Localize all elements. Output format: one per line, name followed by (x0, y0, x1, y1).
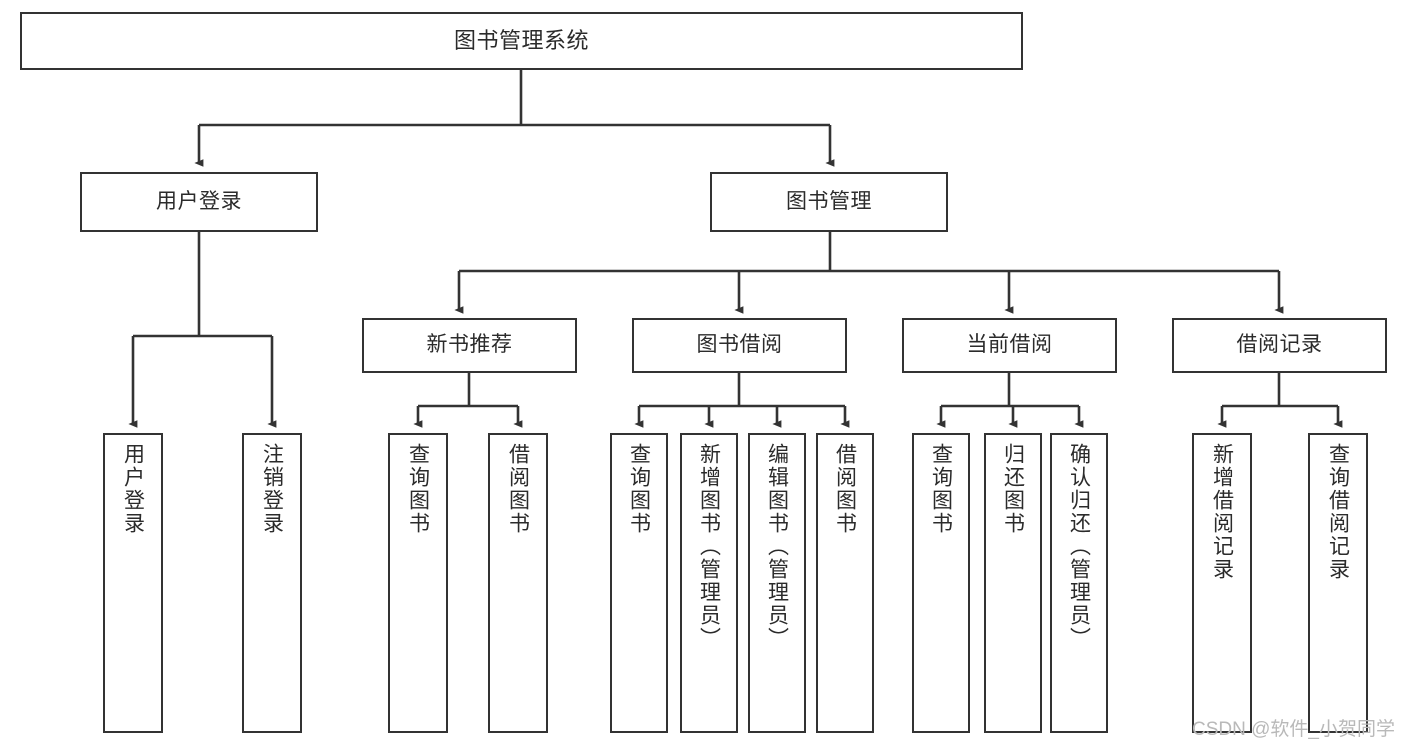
node-leaf-query-book-3-label: 查询图书 (929, 443, 953, 535)
node-leaf-query-book-1-label: 查询图书 (406, 443, 430, 535)
node-borrow-record[interactable]: 借阅记录 (1172, 318, 1387, 373)
node-leaf-add-book-label: 新增图书（管理员） (697, 443, 721, 650)
node-user-login[interactable]: 用户登录 (80, 172, 318, 232)
node-leaf-query-record-label: 查询借阅记录 (1326, 443, 1350, 581)
node-root-label: 图书管理系统 (453, 28, 589, 54)
node-leaf-logout[interactable]: 注销登录 (242, 433, 302, 733)
node-user-login-label: 用户登录 (156, 189, 242, 213)
node-leaf-query-record[interactable]: 查询借阅记录 (1308, 433, 1368, 733)
node-leaf-query-book-2[interactable]: 查询图书 (610, 433, 668, 733)
node-book-borrow-label: 图书借阅 (696, 333, 783, 357)
csdn-watermark: CSDN @软件_小贺同学 (1192, 719, 1395, 740)
node-new-book-recommend[interactable]: 新书推荐 (362, 318, 577, 373)
node-leaf-return-book-label: 归还图书 (1001, 443, 1025, 535)
node-leaf-return-book[interactable]: 归还图书 (984, 433, 1042, 733)
node-current-borrow[interactable]: 当前借阅 (902, 318, 1117, 373)
node-leaf-add-record-label: 新增借阅记录 (1210, 443, 1234, 581)
node-leaf-edit-book[interactable]: 编辑图书（管理员） (748, 433, 806, 733)
node-current-borrow-label: 当前借阅 (966, 333, 1053, 357)
node-leaf-user-login-label: 用户登录 (121, 443, 145, 535)
node-book-manage-label: 图书管理 (786, 189, 872, 213)
node-borrow-record-label: 借阅记录 (1236, 333, 1323, 357)
node-leaf-user-login[interactable]: 用户登录 (103, 433, 163, 733)
node-leaf-logout-label: 注销登录 (260, 443, 284, 535)
node-leaf-add-record[interactable]: 新增借阅记录 (1192, 433, 1252, 733)
node-book-borrow[interactable]: 图书借阅 (632, 318, 847, 373)
node-new-book-recommend-label: 新书推荐 (426, 333, 513, 357)
node-leaf-query-book-1[interactable]: 查询图书 (388, 433, 448, 733)
node-leaf-borrow-book-1[interactable]: 借阅图书 (488, 433, 548, 733)
node-leaf-query-book-3[interactable]: 查询图书 (912, 433, 970, 733)
node-leaf-add-book[interactable]: 新增图书（管理员） (680, 433, 738, 733)
node-leaf-confirm-return[interactable]: 确认归还（管理员） (1050, 433, 1108, 733)
node-leaf-borrow-book-2-label: 借阅图书 (833, 443, 857, 535)
node-leaf-query-book-2-label: 查询图书 (627, 443, 651, 535)
node-book-manage[interactable]: 图书管理 (710, 172, 948, 232)
node-leaf-borrow-book-1-label: 借阅图书 (506, 443, 530, 535)
node-leaf-edit-book-label: 编辑图书（管理员） (765, 443, 789, 650)
node-leaf-confirm-return-label: 确认归还（管理员） (1067, 443, 1091, 650)
node-root[interactable]: 图书管理系统 (20, 12, 1023, 70)
node-leaf-borrow-book-2[interactable]: 借阅图书 (816, 433, 874, 733)
